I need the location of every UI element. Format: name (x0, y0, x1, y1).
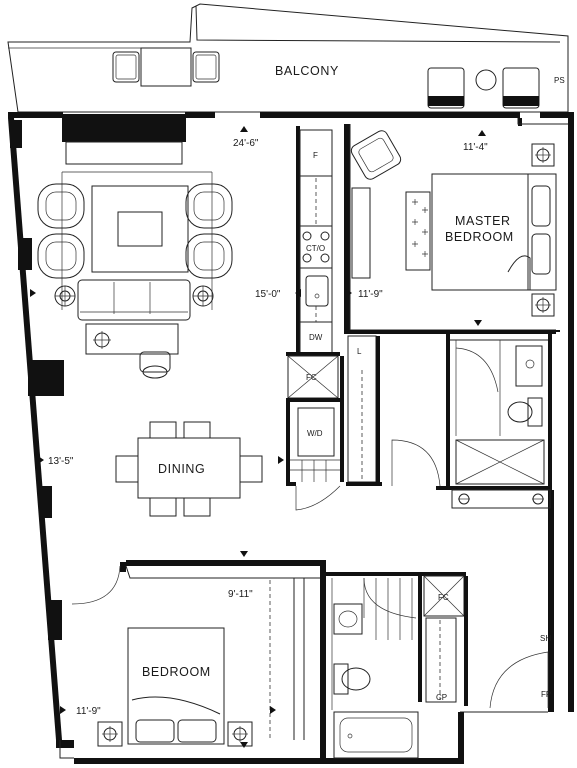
sofa (77, 279, 191, 321)
toilet (333, 663, 371, 695)
fixture-label-dishwasher: DW (309, 333, 323, 342)
lamp-icon (54, 285, 76, 307)
fixture-label-furnace-closet: FC (306, 373, 317, 382)
second-bed (127, 627, 225, 745)
armchair (350, 130, 402, 180)
balcony-chair (112, 51, 140, 83)
lamp-icon (227, 721, 253, 747)
fixture-label-coat-pantry: CP (436, 693, 447, 702)
lamp-icon (192, 285, 214, 307)
hall-console (451, 489, 551, 509)
room-label-dining: DINING (158, 462, 205, 476)
fixture-label-cooktop: CT/O (306, 244, 325, 253)
fixture-label-washer-dryer: W/D (307, 429, 323, 438)
master-bedroom (344, 124, 560, 334)
dimension-bedroom-width: 9'-11" (228, 589, 253, 600)
kitchen (286, 126, 344, 511)
toilet (507, 397, 543, 427)
lamp-icon (93, 331, 111, 349)
fixture-label-linen: L (357, 347, 362, 356)
dimension-living-width: 24'-6" (233, 138, 259, 149)
armchair (37, 183, 85, 229)
room-label-master-line2: BEDROOM (445, 230, 514, 244)
lamp-icon (97, 721, 123, 747)
fixture-label-shelf: SH (540, 634, 551, 643)
dimension-markers (30, 126, 486, 748)
lounge-chair (427, 67, 465, 109)
room-label-master-line1: MASTER (455, 214, 511, 228)
entry-closets (420, 572, 549, 709)
armchair (185, 233, 233, 279)
fixture-label-ps: PS (554, 76, 565, 85)
outer-walls (8, 112, 574, 764)
fixture-label-fridge: F (313, 151, 318, 160)
window-sills (10, 120, 64, 640)
desk-chair (139, 351, 171, 379)
lounge-chair (502, 67, 540, 109)
room-label-balcony: BALCONY (275, 64, 339, 78)
second-bedroom (71, 560, 326, 758)
balcony-area (7, 3, 569, 113)
balcony-chair (192, 51, 220, 83)
main-bathroom (326, 572, 422, 759)
ensuite-bathroom (446, 334, 552, 490)
dimension-bedroom-length: 11'-9" (76, 706, 101, 717)
armchair (37, 233, 85, 279)
fixture-label-fire-panel: FP (541, 690, 551, 699)
master-bed (431, 173, 557, 291)
room-label-bedroom: BEDROOM (142, 665, 211, 679)
dining-area (115, 421, 263, 517)
dimension-kitchen-length: 15'-0" (255, 289, 281, 300)
fixture-label-furnace-closet-2: FC (438, 593, 449, 602)
dimension-master-length: 11'-9" (358, 289, 383, 300)
armchair (185, 183, 233, 229)
linen-closet (346, 335, 448, 490)
lamp-icon (531, 143, 555, 167)
dimension-dining-length: 13'-5" (48, 456, 74, 467)
lamp-icon (531, 293, 555, 317)
side-table (475, 69, 497, 91)
dimension-master-width: 11'-4" (463, 142, 488, 153)
living-area (37, 114, 233, 379)
sink (305, 275, 329, 307)
cooktop (300, 225, 332, 269)
